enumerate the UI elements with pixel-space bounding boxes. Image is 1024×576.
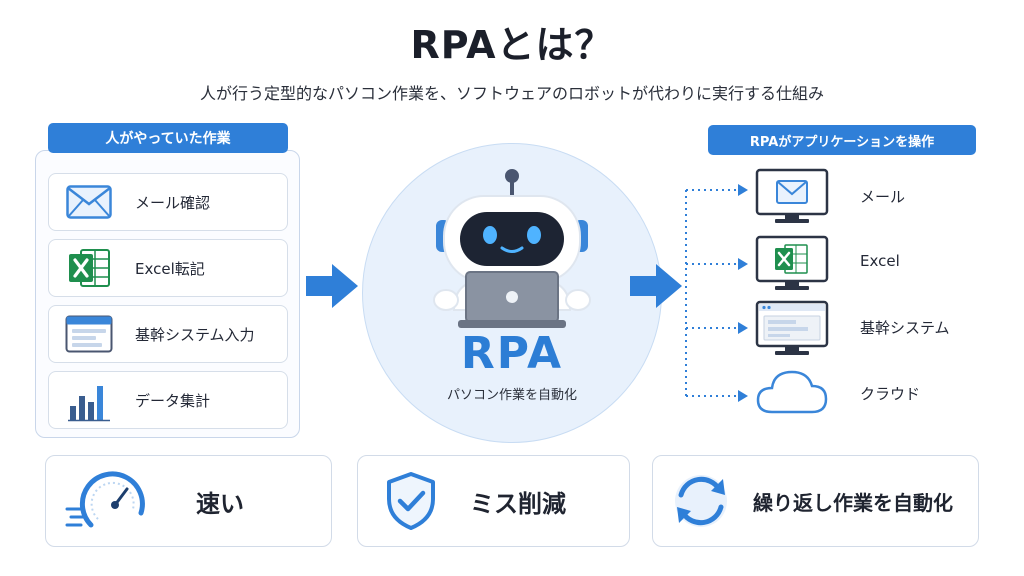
task-mail-check: メール確認 <box>48 173 288 231</box>
benefit-card-fast: 速い <box>45 455 332 547</box>
flow-arrow-right-icon <box>630 264 682 308</box>
flow-arrow-right-icon <box>306 264 358 308</box>
benefit-label: 速い <box>196 489 244 518</box>
monitor-mail-icon <box>755 168 829 223</box>
benefit-label: 繰り返し作業を自動化 <box>753 490 953 515</box>
rpa-operates-apps-header: RPAがアプリケーションを操作 <box>708 125 976 155</box>
rpa-label: RPA <box>460 328 564 379</box>
robot-with-laptop-icon <box>433 169 591 328</box>
cloud-icon <box>756 370 828 414</box>
rpa-sublabel: パソコン作業を自動化 <box>446 388 577 403</box>
task-excel-transcribe: Excel転記 <box>48 239 288 297</box>
monitor-system-icon <box>755 300 829 355</box>
app-label-excel: Excel <box>860 252 900 270</box>
app-label-cloud: クラウド <box>860 385 921 403</box>
shield-check-icon <box>366 455 456 547</box>
refresh-cycle-icon <box>653 455 749 547</box>
envelope-icon <box>61 173 117 231</box>
benefit-label: ミス削減 <box>470 489 566 518</box>
speedometer-icon <box>46 455 166 547</box>
excel-icon <box>61 239 117 297</box>
task-data-aggregation: データ集計 <box>48 371 288 429</box>
bar-chart-icon <box>61 371 117 429</box>
page-subtitle: 人が行う定型的なパソコン作業を、ソフトウェアのロボットが代わりに実行する仕組み <box>199 84 824 103</box>
task-label: メール確認 <box>135 193 211 212</box>
task-label: データ集計 <box>135 391 211 410</box>
task-core-system-input: 基幹システム入力 <box>48 305 288 363</box>
benefit-card-fewer-errors: ミス削減 <box>357 455 630 547</box>
dotted-connectors <box>685 184 748 402</box>
task-label: 基幹システム入力 <box>135 325 255 344</box>
window-form-icon <box>61 305 117 363</box>
page-title: RPAとは？ <box>410 23 614 67</box>
benefit-card-automate-repetition: 繰り返し作業を自動化 <box>652 455 979 547</box>
monitor-excel-icon <box>755 235 829 290</box>
app-label-core-system: 基幹システム <box>860 319 950 337</box>
task-label: Excel転記 <box>135 259 205 278</box>
app-label-mail: メール <box>860 188 906 206</box>
manual-tasks-header: 人がやっていた作業 <box>48 123 288 153</box>
